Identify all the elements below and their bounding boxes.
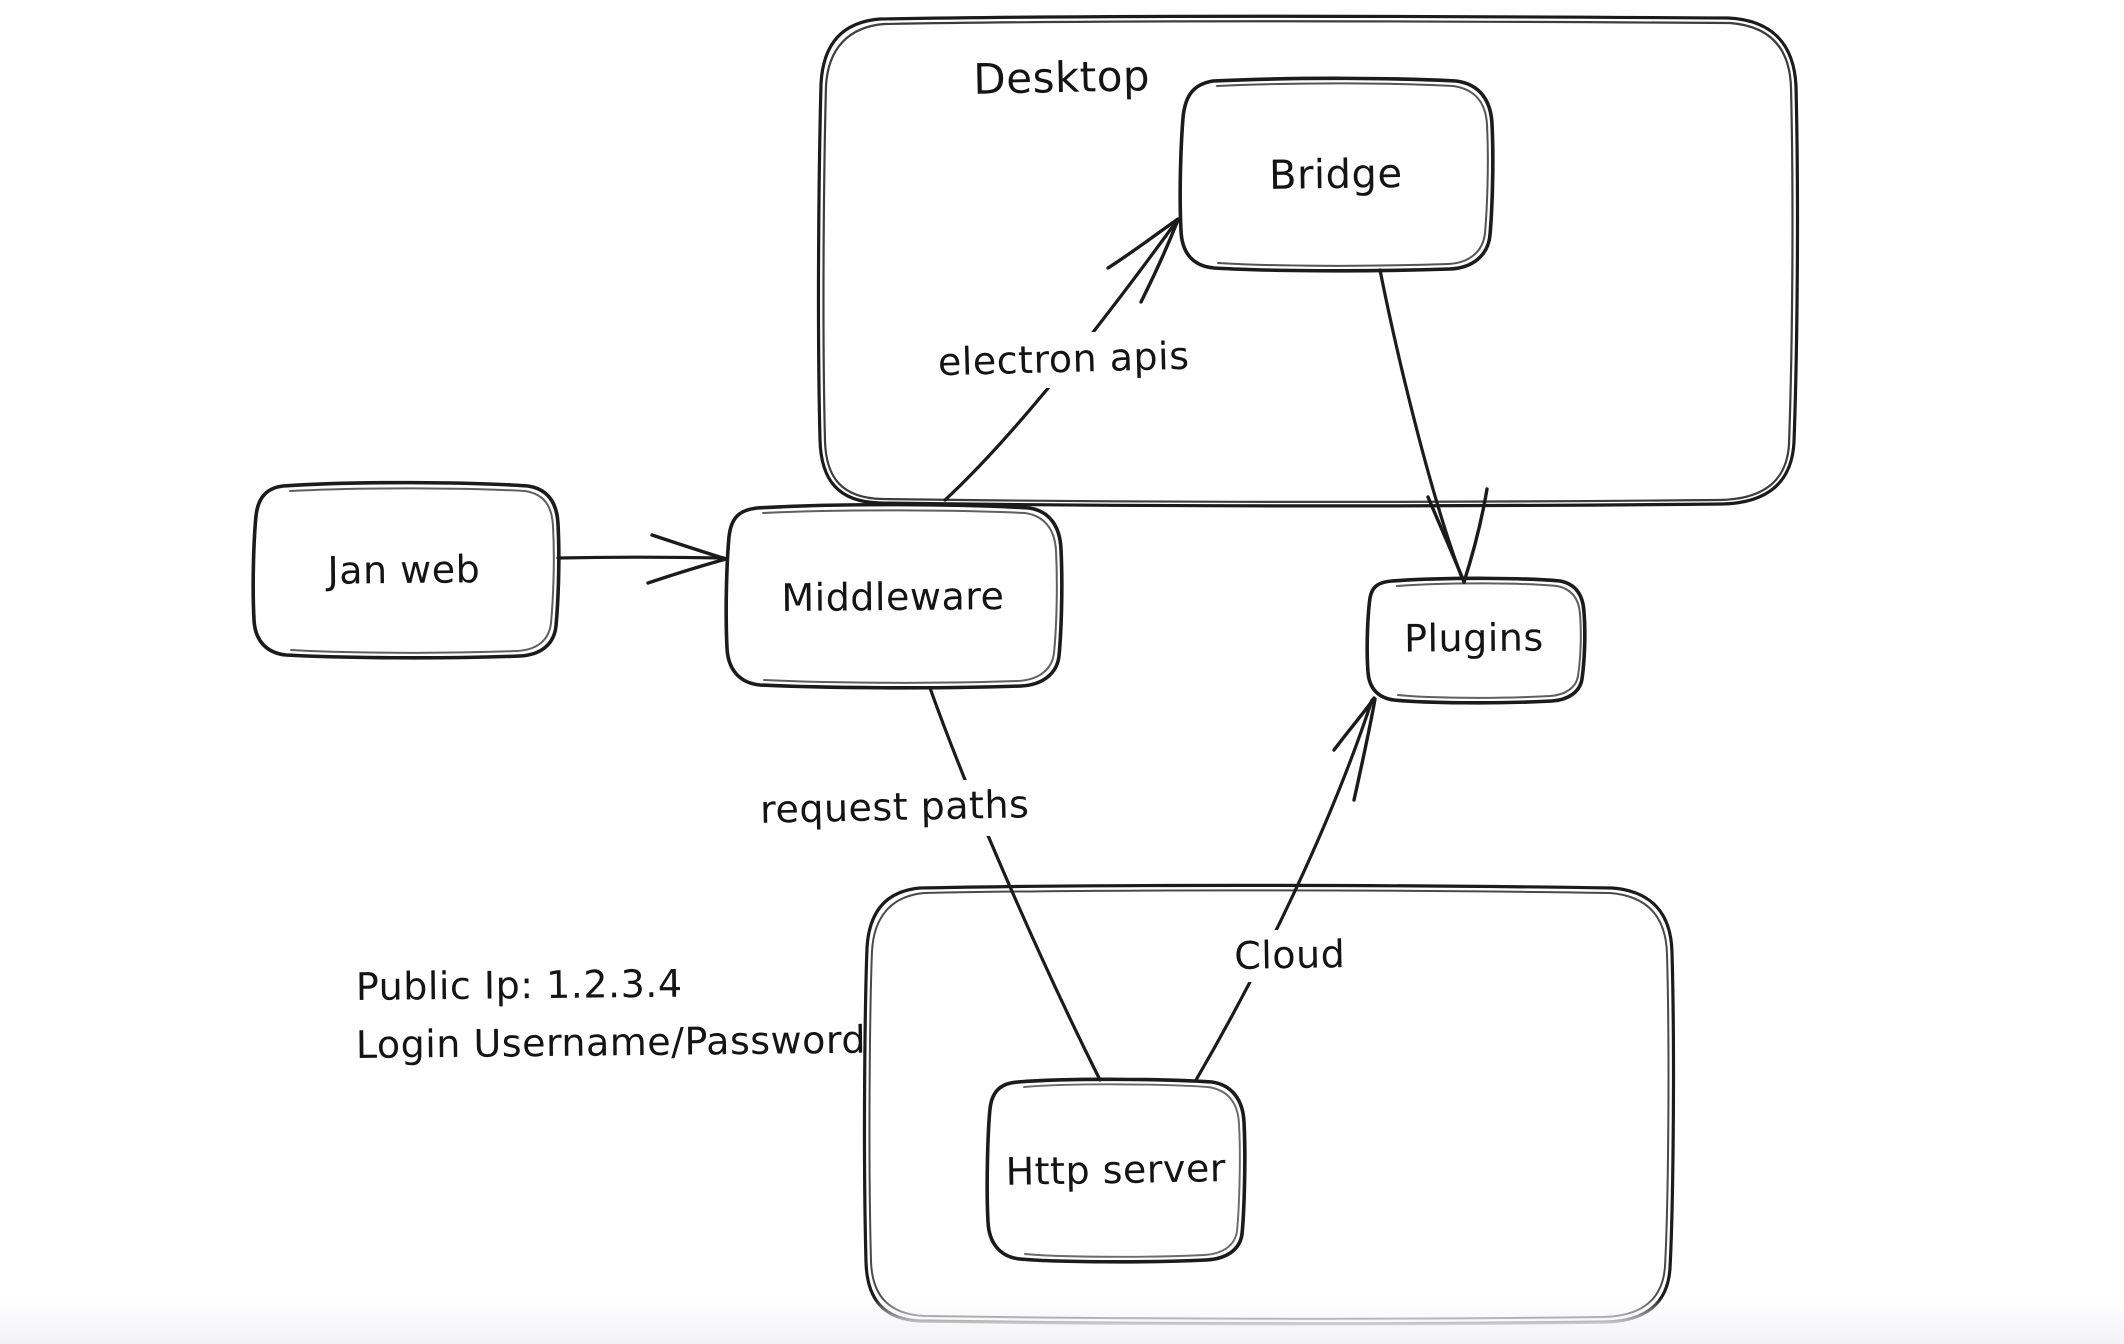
container-desktop-label: Desktop: [973, 51, 1151, 104]
edge-middleware-to-bridge: electron apis: [930, 217, 1200, 502]
edge-label-cloud: Cloud: [1234, 932, 1346, 978]
node-plugins-label: Plugins: [1404, 615, 1544, 660]
node-bridge-label: Bridge: [1269, 151, 1403, 199]
annotation-credentials: Public Ip: 1.2.3.4 Login Username/Passwo…: [356, 962, 867, 1067]
annotation-public-ip: Public Ip: 1.2.3.4: [356, 962, 683, 1009]
node-middleware-label: Middleware: [781, 574, 1004, 620]
edge-label-request-paths: request paths: [760, 782, 1030, 832]
edge-middleware-to-http-server: request paths: [740, 686, 1102, 1082]
edge-bridge-to-plugins: [1378, 268, 1489, 584]
edge-label-electron-apis: electron apis: [937, 334, 1190, 385]
node-http-server-label: Http server: [1005, 1146, 1226, 1194]
annotation-login: Login Username/Password: [356, 1018, 867, 1067]
node-jan-web-label: Jan web: [325, 547, 480, 593]
edge-janweb-to-middleware: [556, 533, 728, 585]
node-jan-web[interactable]: Jan web: [251, 480, 561, 660]
container-desktop: Desktop: [816, 14, 1800, 508]
node-http-server[interactable]: Http server: [985, 1077, 1247, 1264]
node-middleware[interactable]: Middleware: [724, 502, 1064, 690]
node-plugins[interactable]: Plugins: [1365, 576, 1587, 705]
edge-http-server-to-plugins: Cloud: [1194, 696, 1377, 1082]
node-bridge[interactable]: Bridge: [1178, 76, 1495, 273]
